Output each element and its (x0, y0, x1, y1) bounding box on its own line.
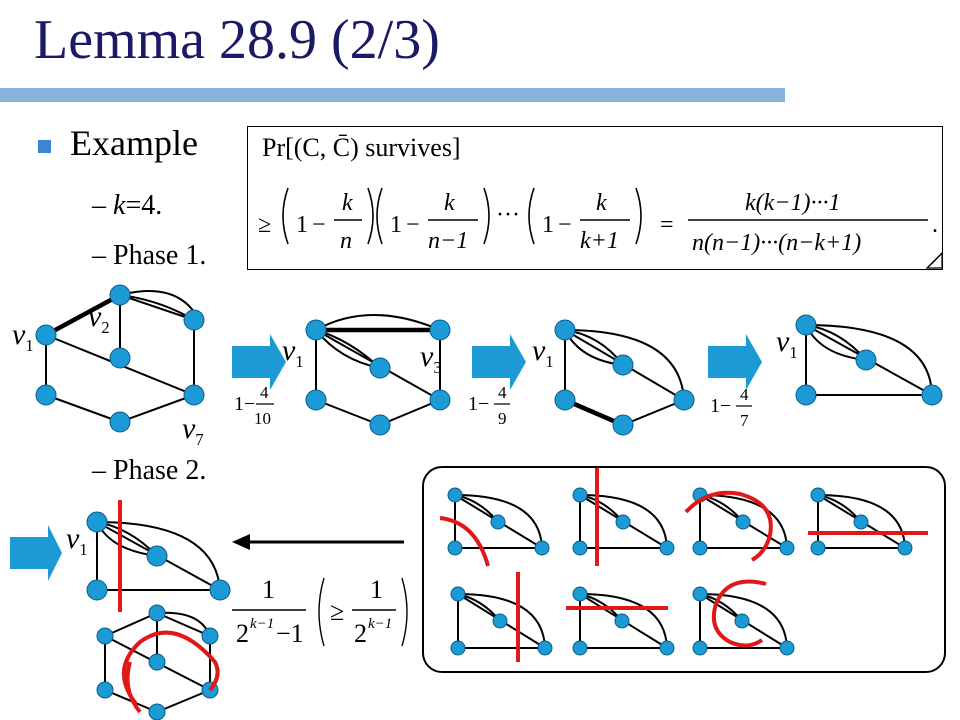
period: . (932, 212, 938, 238)
label-v7: v7 (182, 412, 204, 449)
graph-phase1-step2 (554, 319, 695, 436)
phase2-probability: 1 2 k−1 −1 ≥ 1 2 k−1 (232, 575, 408, 648)
graph-original-with-cut (96, 604, 220, 720)
term2-minus: − (406, 212, 420, 238)
graph-initial (35, 284, 205, 433)
term3-one: 1 (542, 212, 554, 238)
svg-text:−: − (478, 393, 489, 415)
term1-den: n (340, 228, 352, 254)
ellipsis: ··· (496, 202, 520, 228)
svg-text:4: 4 (740, 385, 749, 404)
formula-line1: Pr[(C, C̄) survives] (262, 133, 461, 162)
term3-num: k (596, 190, 607, 216)
label-v2: v2 (88, 300, 110, 337)
graph-phase1-final (795, 314, 943, 406)
term2-num: k (444, 190, 455, 216)
svg-text:≥: ≥ (330, 597, 344, 626)
term1-num: k (342, 190, 353, 216)
svg-text:4: 4 (498, 383, 507, 402)
step-factor-2: 1 − 4 9 (468, 383, 510, 428)
graph-phase2-result (86, 500, 231, 612)
label-v1: v1 (12, 318, 34, 355)
svg-text:1: 1 (468, 393, 478, 415)
dash: – (92, 190, 106, 221)
label-v3: v3 (420, 340, 442, 377)
svg-text:4: 4 (260, 383, 269, 402)
phase1-label: Phase 1. (113, 240, 207, 271)
term2-den: n−1 (428, 228, 468, 254)
cut-option-7 (692, 579, 795, 656)
title-underline-bar (0, 88, 785, 102)
svg-text:2: 2 (236, 619, 249, 648)
example-heading: Example (70, 123, 198, 163)
bullet-square-icon (38, 140, 51, 153)
arrow-icon-1 (232, 334, 286, 390)
svg-text:1: 1 (234, 393, 244, 415)
possible-cuts-panel (422, 466, 946, 673)
svg-text:7: 7 (740, 411, 749, 430)
geq-symbol: ≥ (258, 212, 271, 238)
svg-text:1: 1 (262, 575, 275, 604)
svg-text:−: − (720, 395, 731, 417)
phase1-item: – Phase 1. (92, 240, 206, 272)
term2-one: 1 (390, 212, 402, 238)
cut-option-3 (684, 487, 795, 562)
term3-minus: − (558, 212, 572, 238)
svg-text:k−1: k−1 (368, 616, 392, 632)
phase2-label: Phase 2. (113, 455, 207, 486)
dash: – (92, 455, 106, 486)
svg-text:1: 1 (370, 575, 383, 604)
svg-text:1: 1 (710, 395, 720, 417)
cut-option-6 (566, 586, 675, 656)
k-variable: k (113, 190, 126, 221)
cut-option-5 (450, 572, 553, 662)
equals-sign: = (660, 212, 674, 238)
rhs-denominator: n(n−1)···(n−k+1) (692, 230, 861, 256)
term1-minus: − (312, 212, 326, 238)
cut-panel-graphs (439, 466, 928, 662)
svg-text:2: 2 (354, 619, 367, 648)
survival-probability-formula: Pr[(C, C̄) survives] (247, 126, 943, 270)
cut-option-1 (439, 487, 550, 567)
label-v1-graph3: v1 (532, 334, 554, 371)
label-v1-phase2: v1 (66, 522, 88, 559)
svg-text:10: 10 (254, 409, 271, 428)
label-v1-graph4: v1 (776, 325, 798, 362)
term1-one: 1 (296, 212, 308, 238)
dash: – (92, 240, 106, 271)
svg-text:k−1: k−1 (250, 616, 274, 632)
step-factor-3: 1 − 4 7 (710, 385, 752, 430)
k-value: =4. (125, 190, 163, 221)
term3-den: k+1 (580, 228, 619, 254)
left-arrow-icon (232, 534, 404, 550)
cut-option-4 (808, 487, 928, 556)
svg-text:9: 9 (498, 409, 507, 428)
k-equals-item: – k=4. (92, 190, 162, 222)
step-factor-1: 1 − 4 10 (234, 383, 274, 428)
svg-text:−1: −1 (276, 619, 304, 648)
arrow-icon-2 (472, 334, 526, 390)
arrow-icon-3 (708, 334, 762, 390)
svg-text:−: − (244, 393, 255, 415)
rhs-numerator: k(k−1)···1 (745, 190, 840, 216)
arrow-icon-4 (10, 525, 62, 581)
phase2-item: – Phase 2. (92, 455, 206, 487)
label-v1-graph2: v1 (282, 334, 304, 371)
slide-title: Lemma 28.9 (2/3) (34, 9, 440, 71)
graph-phase1-step1 (305, 314, 451, 436)
cut-option-2 (572, 466, 675, 566)
